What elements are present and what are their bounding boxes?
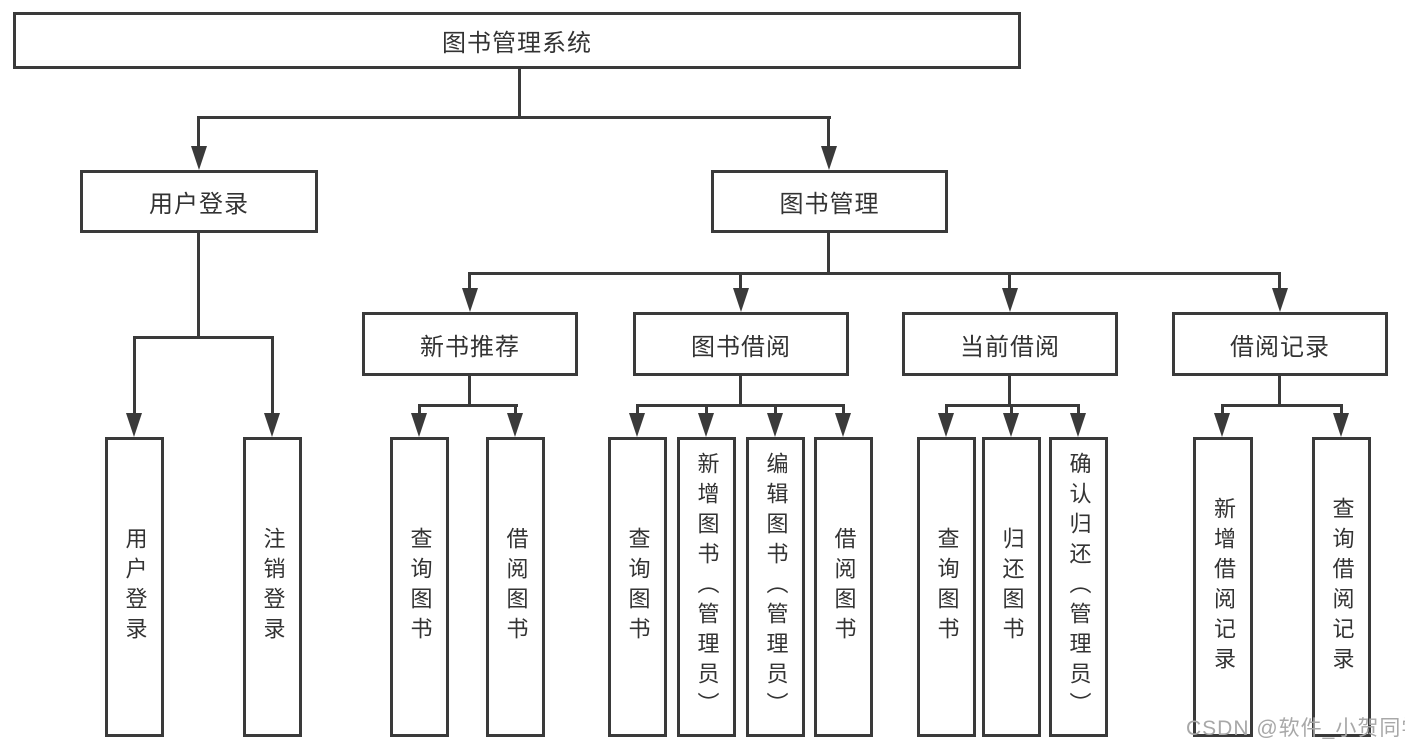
node-new-book-recommend-label: 新书推荐 (420, 333, 520, 361)
node-borrow-records-label: 借阅记录 (1230, 333, 1330, 361)
leaf-edit-book-admin-label: 编辑图书（管理员） (763, 452, 789, 722)
leaf-query-borrow-record: 查询借阅记录 (1312, 437, 1371, 737)
leaf-query-book-1: 查询图书 (390, 437, 449, 737)
leaf-logout: 注销登录 (243, 437, 302, 737)
connector-book-borrow-rail (636, 404, 845, 407)
connector-user-login-stem (197, 233, 200, 339)
arrow-down-icon (507, 413, 523, 437)
connector-drop-add-record (1221, 404, 1224, 416)
connector-current-borrow-stem (1008, 376, 1011, 407)
arrow-down-icon (264, 413, 280, 437)
arrow-down-icon (411, 413, 427, 437)
connector-drop-current-borrow (1008, 272, 1011, 292)
node-current-borrow: 当前借阅 (902, 312, 1118, 376)
node-new-book-recommend: 新书推荐 (362, 312, 578, 376)
arrow-down-icon (1333, 413, 1349, 437)
node-user-login: 用户登录 (80, 170, 318, 233)
leaf-add-book-admin-label: 新增图书（管理员） (694, 452, 720, 722)
arrow-down-icon (733, 288, 749, 312)
leaf-return-book: 归还图书 (982, 437, 1041, 737)
connector-new-book-rail (418, 404, 518, 407)
leaf-add-borrow-record-label: 新增借阅记录 (1211, 497, 1236, 677)
arrow-down-icon (1214, 413, 1230, 437)
connector-borrow-records-rail (1221, 404, 1343, 407)
leaf-borrow-book-1-label: 借阅图书 (503, 527, 529, 647)
connector-root-rail (197, 116, 831, 119)
connector-drop-leaf-logout (271, 336, 274, 415)
leaf-add-book-admin: 新增图书（管理员） (677, 437, 736, 737)
node-current-borrow-label: 当前借阅 (960, 333, 1060, 361)
leaf-confirm-return-admin-label: 确认归还（管理员） (1066, 452, 1092, 722)
connector-drop-borrow-book-2 (842, 404, 845, 416)
leaf-user-login-label: 用户登录 (122, 527, 148, 647)
arrow-down-icon (938, 413, 954, 437)
connector-drop-leaf-user-login (133, 336, 136, 415)
arrow-down-icon (1003, 413, 1019, 437)
connector-drop-confirm-return (1077, 404, 1080, 416)
arrow-down-icon (1272, 288, 1288, 312)
arrow-down-icon (126, 413, 142, 437)
connector-drop-add-book (705, 404, 708, 416)
connector-user-login-rail (133, 336, 274, 339)
connector-book-borrow-stem (739, 376, 742, 407)
leaf-add-borrow-record: 新增借阅记录 (1193, 437, 1253, 737)
arrow-down-icon (835, 413, 851, 437)
connector-drop-book-management (827, 116, 830, 148)
connector-drop-user-login (197, 116, 200, 148)
leaf-query-book-3-label: 查询图书 (934, 527, 960, 647)
leaf-query-book-2: 查询图书 (608, 437, 667, 737)
node-book-borrow-label: 图书借阅 (691, 333, 791, 361)
arrow-down-icon (698, 413, 714, 437)
connector-borrow-records-stem (1278, 376, 1281, 407)
leaf-query-borrow-record-label: 查询借阅记录 (1329, 497, 1355, 677)
connector-drop-borrow-book-1 (514, 404, 517, 416)
leaf-query-book-2-label: 查询图书 (625, 527, 651, 647)
connector-drop-edit-book (774, 404, 777, 416)
leaf-confirm-return-admin: 确认归还（管理员） (1049, 437, 1108, 737)
node-borrow-records: 借阅记录 (1172, 312, 1388, 376)
connector-drop-query-book-3 (945, 404, 948, 416)
leaf-edit-book-admin: 编辑图书（管理员） (746, 437, 805, 737)
connector-book-management-stem (827, 233, 830, 275)
connector-drop-book-borrow (739, 272, 742, 292)
arrow-down-icon (462, 288, 478, 312)
connector-drop-borrow-records (1278, 272, 1281, 292)
leaf-borrow-book-2-label: 借阅图书 (831, 527, 857, 647)
arrow-down-icon (629, 413, 645, 437)
node-user-login-label: 用户登录 (149, 191, 249, 218)
arrow-down-icon (191, 146, 207, 170)
connector-new-book-stem (468, 376, 471, 407)
node-book-management: 图书管理 (711, 170, 948, 233)
connector-root-stem (518, 66, 521, 118)
connector-drop-query-book-2 (636, 404, 639, 416)
connector-drop-return-book (1010, 404, 1013, 416)
arrow-down-icon (1070, 413, 1086, 437)
node-book-management-label: 图书管理 (779, 191, 880, 218)
connector-book-management-rail (468, 272, 1281, 275)
leaf-query-book-1-label: 查询图书 (407, 527, 433, 647)
leaf-borrow-book-2: 借阅图书 (814, 437, 873, 737)
arrow-down-icon (767, 413, 783, 437)
leaf-borrow-book-1: 借阅图书 (486, 437, 545, 737)
node-library-system-label: 图书管理系统 (442, 30, 592, 57)
node-book-borrow: 图书借阅 (633, 312, 849, 376)
connector-drop-new-book (468, 272, 471, 292)
leaf-return-book-label: 归还图书 (999, 527, 1025, 647)
leaf-logout-label: 注销登录 (260, 527, 286, 647)
leaf-query-book-3: 查询图书 (917, 437, 976, 737)
node-library-system: 图书管理系统 (13, 12, 1021, 69)
connector-drop-query-book-1 (418, 404, 421, 416)
arrow-down-icon (1002, 288, 1018, 312)
arrow-down-icon (821, 146, 837, 170)
leaf-user-login: 用户登录 (105, 437, 164, 737)
connector-drop-query-record (1340, 404, 1343, 416)
csdn-watermark: CSDN @软件_小贺同学 (1186, 717, 1405, 740)
